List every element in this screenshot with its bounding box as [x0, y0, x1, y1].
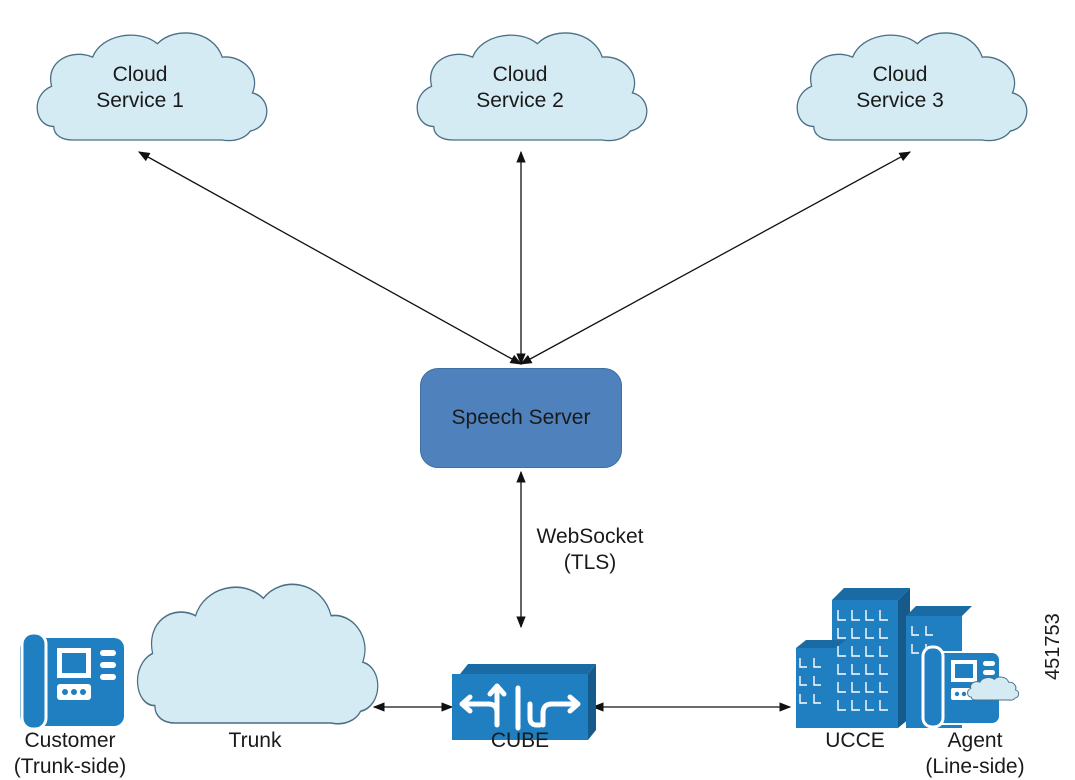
cloud-3-line2: Service 3 [856, 89, 944, 112]
cloud-3-line1: Cloud [872, 63, 928, 86]
customer-line2: (Trunk-side) [13, 755, 127, 778]
arrow-cloud1-server [137, 151, 523, 365]
cube-label: CUBE [470, 728, 570, 754]
cube-icon [452, 664, 596, 740]
cloud-1-line2: Service 1 [96, 89, 184, 112]
cloud-1-line1: Cloud [112, 63, 168, 86]
arrow-cloud3-server [519, 151, 912, 365]
agent-line1: Agent [947, 729, 1003, 752]
agent-phone-icon [921, 645, 1001, 729]
customer-line1: Customer [24, 729, 116, 752]
customer-label: Customer (Trunk-side) [0, 728, 145, 780]
speech-server-label: Speech Server [451, 406, 591, 429]
trunk-cloud-icon [136, 583, 379, 725]
websocket-line1: WebSocket [536, 525, 644, 548]
agent-label: Agent (Line-side) [905, 728, 1045, 780]
cube-text: CUBE [490, 729, 550, 752]
ucce-label: UCCE [810, 728, 900, 754]
cloud-2-line1: Cloud [492, 63, 548, 86]
customer-phone-icon [20, 631, 124, 731]
ucce-text: UCCE [825, 729, 885, 752]
cloud-3-label: Cloud Service 3 [800, 62, 1000, 114]
trunk-label: Trunk [200, 728, 310, 754]
speech-server-box: Speech Server [420, 368, 622, 468]
agent-line2: (Line-side) [925, 755, 1025, 778]
trunk-text: Trunk [228, 729, 282, 752]
figure-id: 451753 [1042, 613, 1064, 680]
cloud-1-label: Cloud Service 1 [40, 62, 240, 114]
websocket-line2: (TLS) [563, 551, 617, 574]
websocket-label: WebSocket (TLS) [520, 524, 660, 576]
cloud-2-label: Cloud Service 2 [420, 62, 620, 114]
cloud-2-line2: Service 2 [476, 89, 564, 112]
